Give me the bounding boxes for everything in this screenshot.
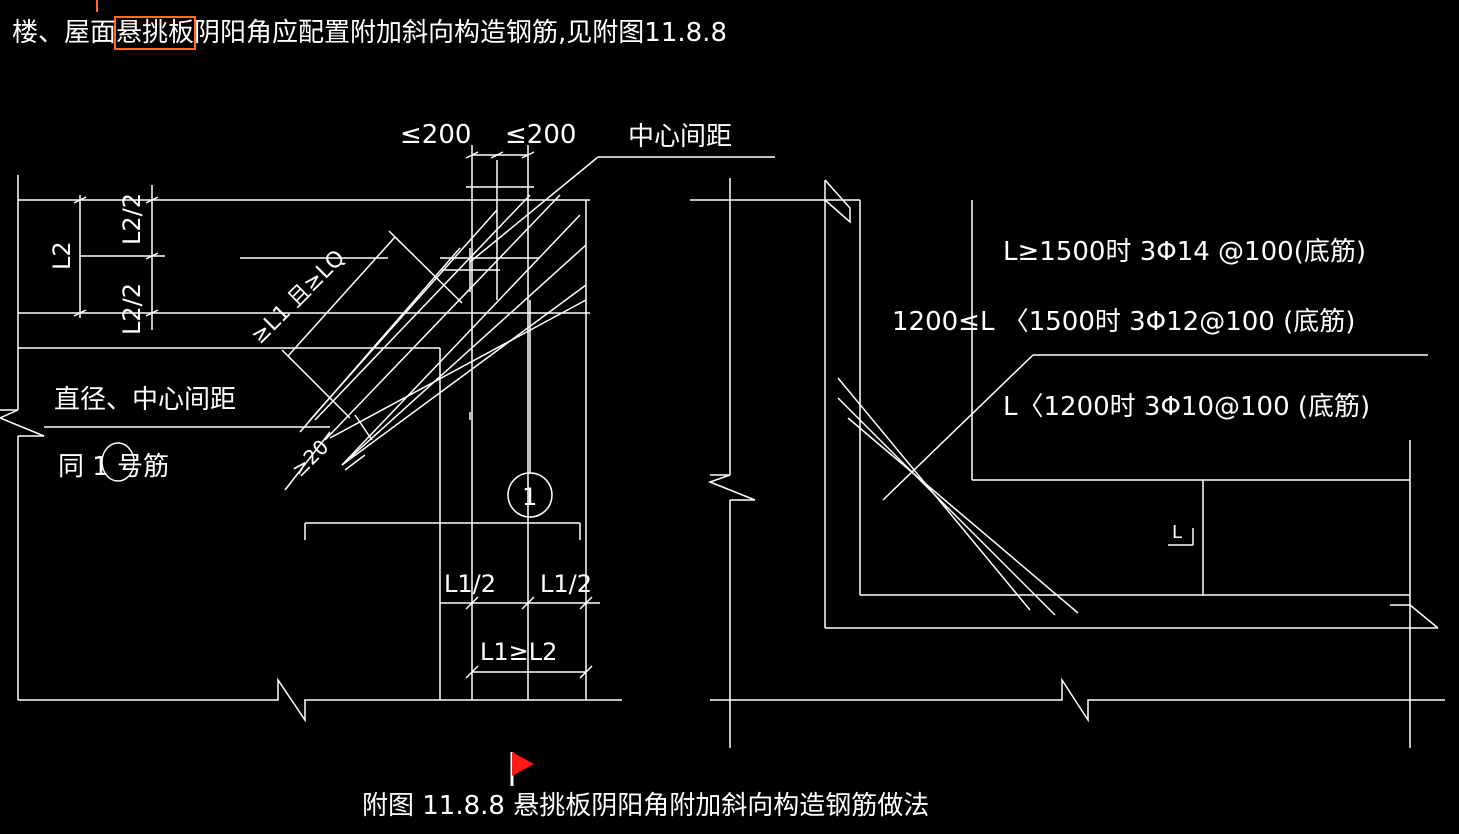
circle-mark: 1	[522, 483, 537, 511]
dim-top-right: ≤200	[505, 120, 576, 150]
dim-l2-half-top: L2/2	[118, 193, 146, 245]
page-title: 楼、屋面悬挑板阴阳角应配置附加斜向构造钢筋,见附图11.8.8	[12, 12, 727, 50]
flag-icon[interactable]	[510, 752, 534, 786]
title-suffix: 阴阳角应配置附加斜向构造钢筋,见附图11.8.8	[194, 18, 727, 48]
dim-l2: L2	[48, 241, 76, 270]
left-detail-lines	[0, 0, 775, 723]
dim-l: L	[1172, 522, 1182, 543]
note-line-1: 直径、中心间距	[54, 385, 236, 415]
rule-3: L〈1200时 3Φ10@100 (底筋)	[1003, 392, 1370, 422]
note-line-2: 同 1 号筋	[58, 452, 169, 482]
center-spacing-label: 中心间距	[628, 122, 732, 152]
rule-1: L≥1500时 3Φ14 @100(底筋)	[1003, 237, 1366, 267]
right-detail-lines	[690, 178, 1445, 748]
dim-l1-ge-l2: L1≥L2	[480, 638, 557, 666]
dim-l1-half-left: L1/2	[444, 570, 496, 598]
rule-2: 1200≤L 〈1500时 3Φ12@100 (底筋)	[892, 307, 1355, 337]
dim-l2-half-bottom: L2/2	[118, 283, 146, 335]
dim-top-left: ≤200	[400, 120, 471, 150]
title-highlight-box: 悬挑板	[114, 16, 197, 50]
bar-count-label: ≥20	[287, 435, 334, 482]
dim-l1-half-right: L1/2	[540, 570, 592, 598]
diag-dimension-label: ≥L1 且≥LQ	[247, 246, 351, 350]
title-prefix: 楼、屋面	[12, 18, 117, 48]
figure-caption: 附图 11.8.8 悬挑板阴阳角附加斜向构造钢筋做法	[362, 791, 930, 821]
